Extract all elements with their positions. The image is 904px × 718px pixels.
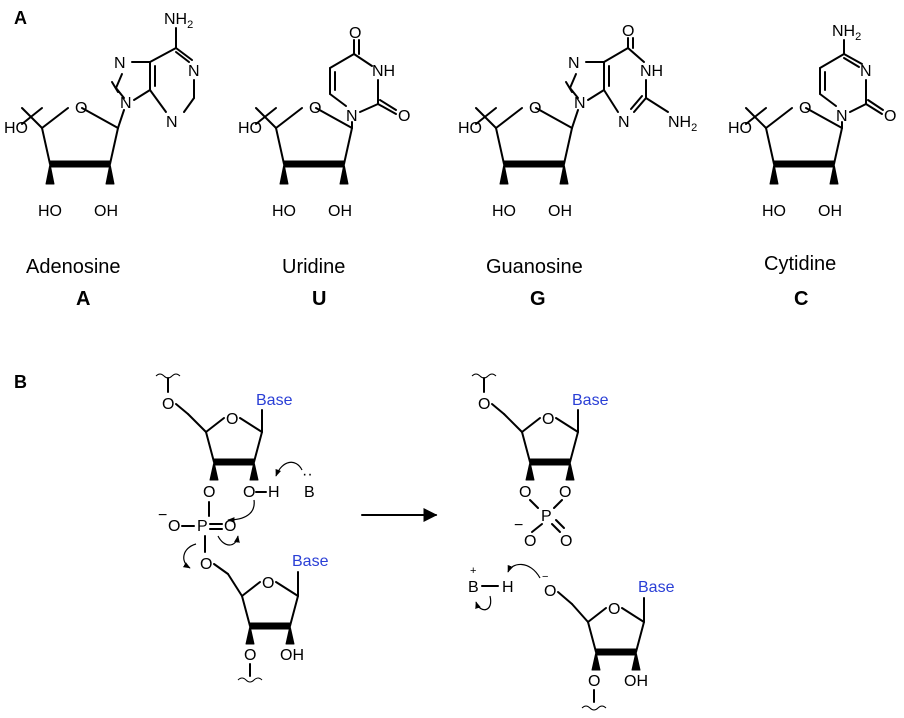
phosphate-oxygen-anion: O <box>168 518 180 535</box>
two-prime-oxygen-label: O <box>243 484 255 501</box>
ring-oxygen-label: O <box>529 100 541 117</box>
guanosine-structure: O HO HO OH N N O NH N NH2 <box>458 23 697 220</box>
nucleoside-letter-a: A <box>76 288 90 310</box>
n3-label: NH <box>372 63 395 80</box>
hydroxyl-3-label: HO <box>38 203 62 220</box>
n1-label: N <box>188 63 200 80</box>
phosphate-charge: − <box>158 507 167 524</box>
n1-label: NH <box>640 63 663 80</box>
three-prime-oxygen-label: O <box>203 484 215 501</box>
three-prime-oxygen-label: O <box>519 484 531 501</box>
n3-label: N <box>618 114 630 131</box>
five-prime-oxygen-lower: O <box>200 556 212 573</box>
general-base-label: B <box>304 484 315 501</box>
hydroxyl-2-label: OH <box>818 203 842 220</box>
alkoxide-charge: − <box>542 571 548 583</box>
hydroxyl-3-label: HO <box>272 203 296 220</box>
phosphorus-label: P <box>197 518 208 535</box>
hydroxyl-3-label: HO <box>492 203 516 220</box>
two-prime-hydroxyl-label: OH <box>624 673 648 690</box>
base-label-product: Base <box>572 392 609 409</box>
protonated-base-label: B <box>468 579 479 596</box>
base-label-upper: Base <box>256 392 293 409</box>
hydroxyl-2-label: OH <box>328 203 352 220</box>
c2-oxygen-label: O <box>398 108 410 125</box>
nucleoside-letter-g: G <box>530 288 546 310</box>
proton-label: H <box>502 579 514 596</box>
c4-oxygen-label: O <box>349 25 361 42</box>
nucleoside-name-adenosine: Adenosine <box>26 256 121 278</box>
ring-oxygen-label: O <box>75 100 87 117</box>
ring-oxygen-label: O <box>226 411 238 428</box>
phosphorus-label: P <box>541 508 552 525</box>
five-prime-oxygen-label: O <box>162 396 174 413</box>
base-label-lower: Base <box>292 553 329 570</box>
ring-oxygen-label: O <box>608 601 620 618</box>
adenosine-structure: O HO HO OH N N N N NH2 <box>4 11 200 220</box>
leaving-nucleoside: − O O Base O OH <box>542 571 675 711</box>
n9-label: N <box>120 95 132 112</box>
base-charge: + <box>470 565 476 577</box>
hydroxyl-3-label: HO <box>762 203 786 220</box>
n1-label: N <box>346 108 358 125</box>
three-prime-oxygen-lower: O <box>244 647 256 664</box>
n7-label: N <box>568 55 580 72</box>
n1-label: N <box>836 108 848 125</box>
two-prime-hydrogen-label: H <box>268 484 280 501</box>
nucleoside-name-cytidine: Cytidine <box>764 253 836 275</box>
ring-oxygen-label: O <box>309 100 321 117</box>
ring-oxygen-label: O <box>799 100 811 117</box>
n3-label: N <box>166 114 178 131</box>
phosphoryl-oxygen-label: O <box>560 533 572 550</box>
c2-oxygen-label: O <box>884 108 896 125</box>
reactant-dinucleotide: O O Base O O H B ·· − O P O <box>155 373 329 683</box>
nucleoside-letter-u: U <box>312 288 326 310</box>
ring-oxygen-label: O <box>542 411 554 428</box>
two-prime-oxygen-label: O <box>559 484 571 501</box>
cytidine-structure: O HO HO OH N NH2 N O <box>728 23 896 220</box>
nucleoside-letter-c: C <box>794 288 808 310</box>
five-prime-oxygen-label: O <box>478 396 490 413</box>
hydroxyl-2-label: OH <box>94 203 118 220</box>
five-prime-alkoxide-label: O <box>544 583 556 600</box>
base-label-leaving: Base <box>638 579 675 596</box>
protonated-base: + B H <box>468 563 541 611</box>
ring-oxygen-label: O <box>262 575 274 592</box>
nucleoside-name-guanosine: Guanosine <box>486 256 583 278</box>
panel-label-b: B <box>14 372 27 392</box>
uridine-structure: O HO HO OH N O NH O <box>238 25 410 220</box>
n9-label: N <box>574 95 586 112</box>
two-prime-hydroxyl-lower: OH <box>280 647 304 664</box>
amine-label: NH2 <box>668 114 697 134</box>
phosphate-oxygen-anion: O <box>524 533 536 550</box>
three-prime-oxygen-label: O <box>588 673 600 690</box>
amine-label: NH2 <box>832 23 861 43</box>
panel-label-a: A <box>14 8 27 28</box>
phosphoryl-oxygen-label: O <box>224 518 236 535</box>
hydroxyl-2-label: OH <box>548 203 572 220</box>
phosphate-charge: − <box>514 517 523 534</box>
c6-oxygen-label: O <box>622 23 634 40</box>
product-cyclic-phosphate: O O Base O O P O − O <box>471 373 609 550</box>
lone-pair-dots: ·· <box>302 466 313 483</box>
nucleoside-name-uridine: Uridine <box>282 256 345 278</box>
n3-label: N <box>860 63 872 80</box>
amine-label: NH2 <box>164 11 193 31</box>
n7-label: N <box>114 55 126 72</box>
